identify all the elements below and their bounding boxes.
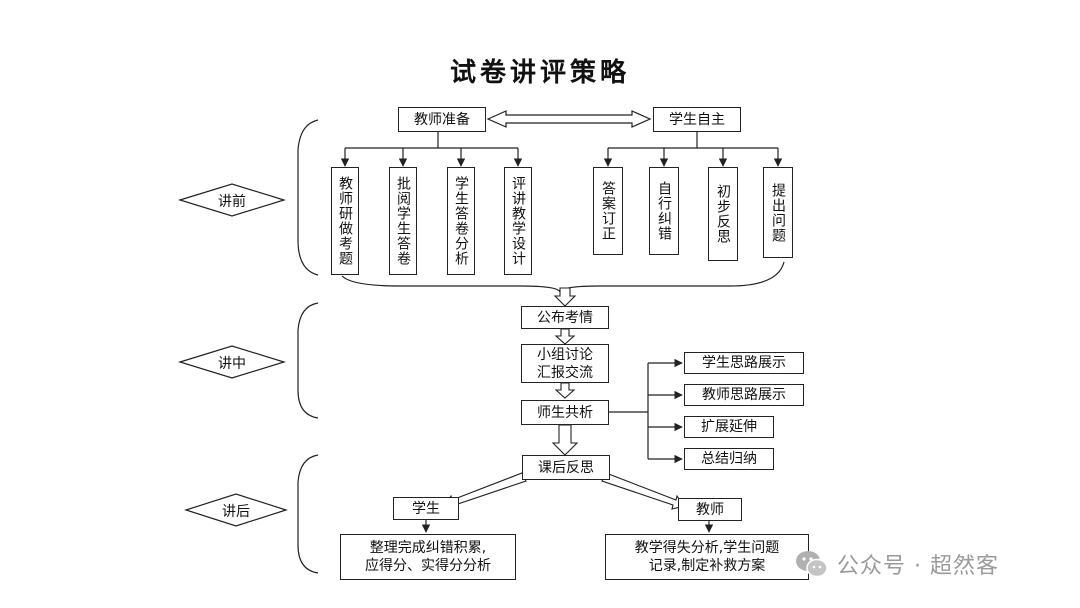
branch-summary: 总结归纳 bbox=[684, 448, 774, 470]
bracket-after bbox=[297, 454, 319, 574]
student-item-1: 答案订正 bbox=[593, 167, 623, 255]
block-arrow-1 bbox=[553, 287, 577, 307]
phase-after-label: 讲后 bbox=[222, 504, 250, 520]
teacher-prep-box: 教师准备 bbox=[398, 107, 486, 132]
diagram-title: 试卷讲评策略 bbox=[449, 58, 630, 88]
branch-student-thinking: 学生思路展示 bbox=[684, 352, 804, 374]
student-item-4: 提出问题 bbox=[763, 167, 793, 258]
phase-during-diamond bbox=[177, 345, 287, 379]
teacher-task-box: 教学得失分析,学生问题 记录,制定补救方案 bbox=[605, 534, 809, 580]
teacher-item-3: 学生答卷分析 bbox=[447, 167, 475, 275]
phase-before-diamond bbox=[177, 183, 287, 217]
teacher-item-2: 批阅学生答卷 bbox=[389, 167, 417, 275]
after-teacher-box: 教师 bbox=[678, 498, 742, 521]
phase-before-label: 讲前 bbox=[218, 194, 246, 210]
branch-extension: 扩展延伸 bbox=[684, 416, 774, 438]
bracket-during bbox=[297, 302, 319, 419]
double-arrow bbox=[486, 110, 652, 128]
teacher-item-4: 评讲教学设计 bbox=[504, 167, 532, 275]
teacher-item-1: 教师研做考题 bbox=[331, 167, 359, 275]
announce-box: 公布考情 bbox=[521, 306, 609, 329]
student-item-2: 自行纠错 bbox=[649, 167, 679, 255]
watermark-text: 公众号 · 超然客 bbox=[837, 554, 999, 579]
after-reflection-box: 课后反思 bbox=[522, 455, 610, 480]
bracket-before bbox=[297, 119, 319, 276]
diag-arrow-right bbox=[601, 472, 685, 510]
phase-after-diamond bbox=[184, 493, 288, 527]
student-self-box: 学生自主 bbox=[653, 107, 741, 132]
co-analysis-box: 师生共析 bbox=[521, 400, 609, 425]
after-student-box: 学生 bbox=[393, 497, 459, 520]
student-item-3: 初步反思 bbox=[708, 167, 738, 261]
branch-teacher-thinking: 教师思路展示 bbox=[684, 384, 804, 406]
block-arrow-4 bbox=[551, 424, 579, 456]
watermark: 公众号 · 超然客 bbox=[795, 548, 999, 580]
student-task-box: 整理完成纠错积累, 应得分、实得分分析 bbox=[340, 534, 516, 580]
block-arrow-3 bbox=[554, 382, 576, 399]
group-discussion-box: 小组讨论 汇报交流 bbox=[521, 344, 609, 383]
wechat-icon bbox=[796, 551, 828, 578]
block-arrow-2 bbox=[554, 328, 576, 345]
phase-during-label: 讲中 bbox=[218, 356, 246, 372]
